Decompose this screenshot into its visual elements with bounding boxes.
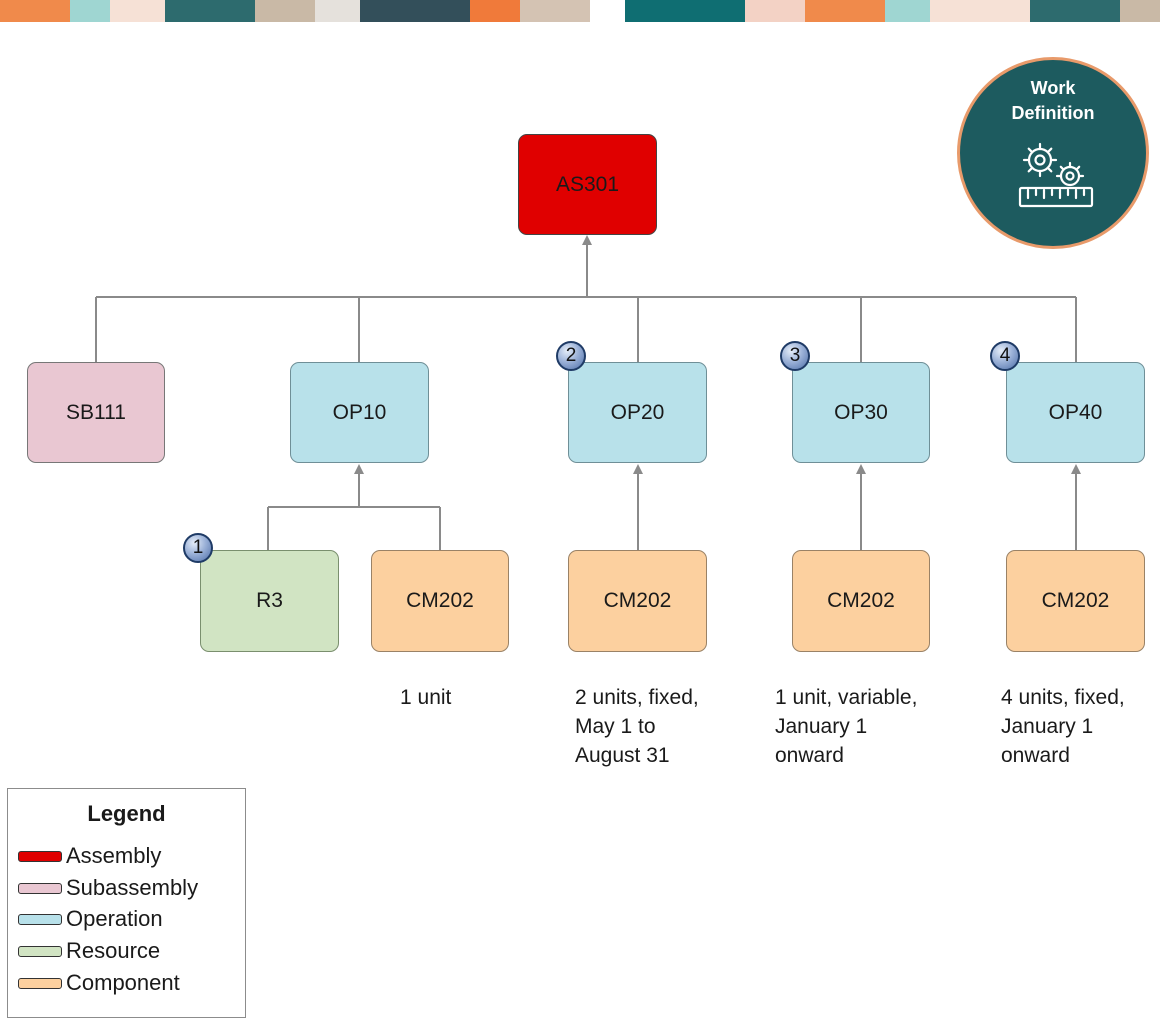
- banner-stripe: [470, 0, 520, 22]
- node-component-cm202-op40: CM202: [1006, 550, 1145, 652]
- node-operation-op20: OP20: [568, 362, 707, 463]
- node-component-cm202-op30: CM202: [792, 550, 930, 652]
- banner-stripe: [625, 0, 745, 22]
- banner-stripe: [1030, 0, 1120, 22]
- node-resource-r3: R3: [200, 550, 339, 652]
- legend-label-resource: Resource: [66, 938, 161, 963]
- node-operation-op40: OP40: [1006, 362, 1145, 463]
- legend-label-operation: Operation: [66, 906, 163, 931]
- banner-stripe: [885, 0, 930, 22]
- gears-ruler-icon: [1018, 142, 1094, 208]
- banner-stripe: [315, 0, 360, 22]
- callout-badge-1: 1: [183, 533, 213, 563]
- banner-stripe: [805, 0, 885, 22]
- legend-item-operation: Operation: [18, 904, 163, 934]
- legend-label-subassembly: Subassembly: [66, 875, 199, 900]
- decorative-banner: [0, 0, 1160, 22]
- node-operation-op10: OP10: [290, 362, 429, 463]
- note-op40-quantity: 4 units, fixed, January 1 onward: [1001, 686, 1125, 767]
- legend-label-assembly: Assembly: [66, 843, 162, 868]
- banner-stripe: [165, 0, 255, 22]
- legend-swatch-assembly: [18, 850, 62, 862]
- legend: Legend Assembly Subassembly Operation Re…: [7, 788, 246, 1018]
- banner-stripe: [70, 0, 110, 22]
- callout-badge-3: 3: [780, 341, 810, 371]
- legend-item-subassembly: Subassembly: [18, 873, 198, 903]
- callout-badge-4: 4: [990, 341, 1020, 371]
- banner-stripe: [1120, 0, 1160, 22]
- node-assembly-as301: AS301: [518, 134, 657, 235]
- legend-swatch-operation: [18, 913, 62, 925]
- note-op10-quantity: 1 unit: [400, 686, 452, 709]
- legend-item-component: Component: [18, 968, 180, 998]
- banner-stripe: [520, 0, 590, 22]
- node-operation-op30: OP30: [792, 362, 930, 463]
- banner-stripe: [255, 0, 315, 22]
- note-op30-quantity: 1 unit, variable, January 1 onward: [775, 686, 918, 767]
- banner-stripe: [110, 0, 165, 22]
- legend-swatch-subassembly: [18, 882, 62, 894]
- legend-title: Legend: [87, 801, 166, 826]
- work-definition-badge: Work Definition: [957, 57, 1149, 249]
- legend-label-component: Component: [66, 970, 180, 995]
- note-op20-quantity: 2 units, fixed, May 1 to August 31: [575, 686, 699, 767]
- banner-stripe: [360, 0, 470, 22]
- banner-stripe: [0, 0, 70, 22]
- banner-stripe: [745, 0, 805, 22]
- callout-badge-2: 2: [556, 341, 586, 371]
- legend-swatch-resource: [18, 945, 62, 957]
- node-subassembly-sb111: SB111: [27, 362, 165, 463]
- legend-item-assembly: Assembly: [18, 841, 161, 871]
- node-component-cm202-op20: CM202: [568, 550, 707, 652]
- banner-stripe: [930, 0, 1030, 22]
- legend-item-resource: Resource: [18, 936, 160, 966]
- legend-swatch-component: [18, 977, 62, 989]
- work-definition-title: Work Definition: [1011, 78, 1095, 123]
- node-component-cm202-op10: CM202: [371, 550, 509, 652]
- banner-stripe: [590, 0, 625, 22]
